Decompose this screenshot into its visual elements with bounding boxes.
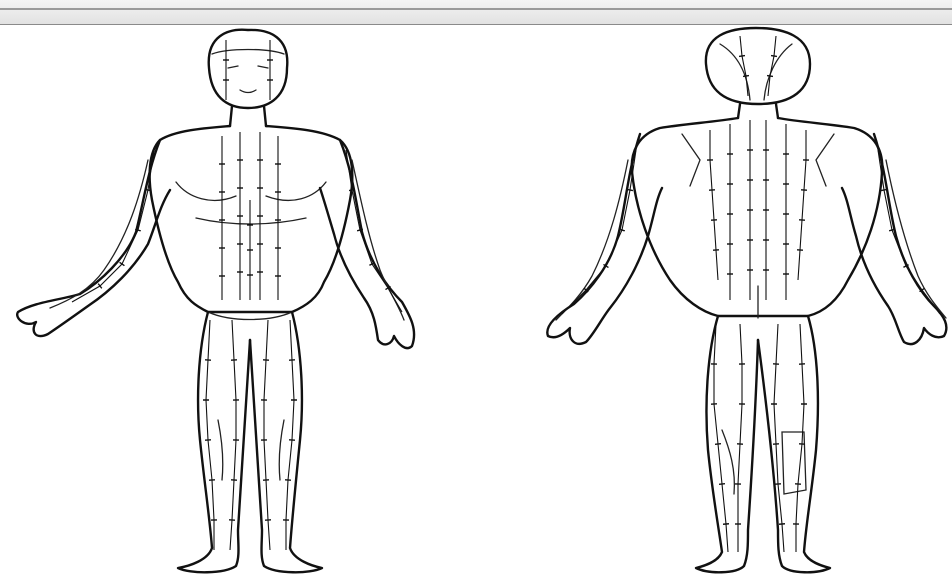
- front-torso: [150, 126, 353, 320]
- back-torso: [632, 118, 883, 318]
- back-neck: [738, 104, 778, 118]
- back-arm-right: [842, 134, 946, 344]
- back-head: [706, 28, 810, 104]
- front-head: [209, 30, 288, 108]
- back-view-figure: [547, 28, 946, 572]
- front-arm-left: [17, 140, 170, 336]
- front-view-figure: [17, 30, 414, 573]
- back-legs: [696, 316, 830, 572]
- front-meridians: [72, 40, 402, 550]
- back-arm-left: [547, 134, 662, 344]
- front-legs: [178, 312, 322, 572]
- front-arm-right: [320, 140, 414, 348]
